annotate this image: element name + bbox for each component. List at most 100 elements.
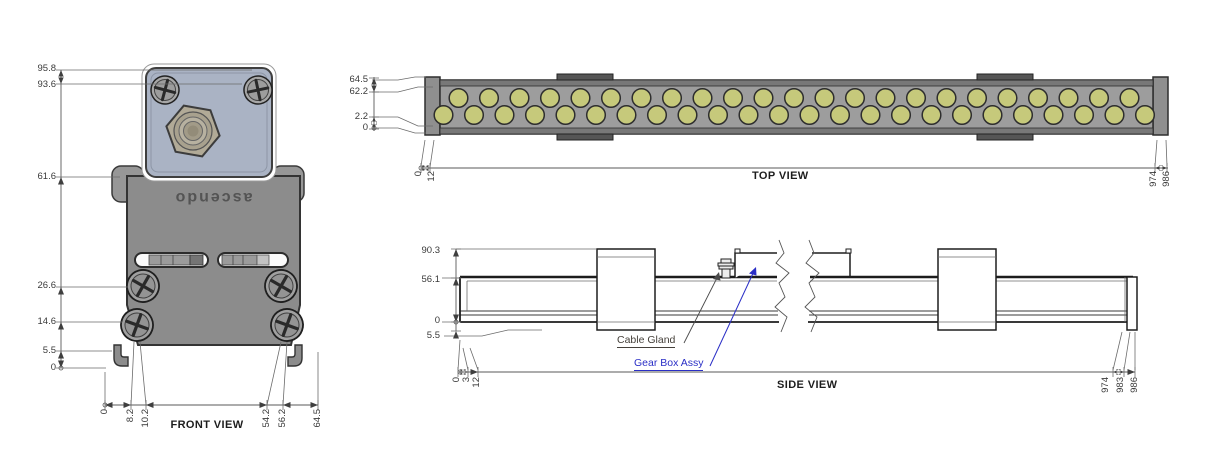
- led-icon: [585, 104, 607, 126]
- dim-label: 986: [1161, 171, 1172, 187]
- cable-gland-leader: [683, 273, 720, 344]
- led-icon: [555, 104, 576, 126]
- cable-gland-nut: [165, 104, 221, 158]
- gear-box-shape: [734, 248, 852, 278]
- led-icon: [433, 104, 454, 126]
- clamp-tab: [976, 133, 1034, 141]
- dim-label: 56.1: [421, 274, 441, 285]
- led-icon: [997, 87, 1018, 109]
- led-icon: [936, 87, 957, 109]
- led-icon: [814, 87, 835, 109]
- dim-label: 0: [50, 362, 56, 373]
- dim-label: 93.6: [37, 79, 57, 90]
- dim-label: 64.5: [349, 74, 369, 85]
- side-view-title: SIDE VIEW: [777, 379, 838, 391]
- dim-label: 90.3: [421, 245, 441, 256]
- dim-label: 0: [434, 315, 440, 326]
- clamp-tab: [556, 133, 614, 141]
- led-icon: [570, 87, 591, 109]
- top-view-drawing: [424, 73, 1169, 141]
- led-icon: [890, 104, 912, 126]
- dim-label: 974: [1100, 377, 1111, 393]
- led-icon: [829, 104, 851, 126]
- led-icon: [783, 87, 805, 109]
- mounting-clamp: [596, 248, 656, 331]
- cable-gland-shape: [717, 258, 735, 279]
- dim-label: 986: [1129, 377, 1140, 393]
- screw-icon: [264, 269, 298, 303]
- led-icon: [448, 87, 469, 109]
- screw-icon: [150, 75, 180, 105]
- screw-icon: [126, 269, 160, 303]
- front-view-title: FRONT VIEW: [170, 419, 244, 431]
- led-icon: [677, 104, 698, 126]
- brand-logo: ascendo: [173, 189, 253, 206]
- front-view-drawing: [111, 63, 305, 367]
- led-icon: [616, 104, 637, 126]
- led-icon: [1027, 87, 1049, 109]
- led-icon: [631, 87, 652, 109]
- led-icon: [692, 87, 713, 109]
- clamp-tab: [976, 73, 1034, 81]
- dim-label: 8.2: [125, 409, 136, 423]
- led-icon: [738, 104, 759, 126]
- gear-box-callout: Gear Box Assy: [634, 357, 704, 371]
- led-icon: [509, 87, 530, 109]
- led-icon: [921, 104, 942, 126]
- dim-label: 62.2: [349, 86, 369, 97]
- side-view-drawing: [459, 239, 1138, 333]
- led-icon: [1058, 87, 1079, 109]
- led-icon: [1088, 87, 1110, 109]
- led-icon: [600, 87, 622, 109]
- front-left-hook: [113, 344, 129, 367]
- break-line: [804, 239, 820, 333]
- dim-label: 5.5: [42, 345, 56, 356]
- dim-label: 12: [426, 171, 437, 182]
- dim-label: 2.2: [354, 111, 368, 122]
- led-icon: [661, 87, 683, 109]
- led-icon: [494, 104, 515, 126]
- led-icon: [707, 104, 729, 126]
- front-right-slot: [217, 252, 289, 268]
- screw-icon: [243, 75, 273, 105]
- front-left-slot: [134, 252, 209, 268]
- led-icon: [1043, 104, 1064, 126]
- led-icon: [951, 104, 973, 126]
- dim-label: 54.2: [261, 409, 272, 428]
- led-icon: [875, 87, 896, 109]
- dim-label: 974: [1148, 171, 1159, 187]
- led-icon: [722, 87, 744, 109]
- dim-label: 983: [1115, 377, 1126, 393]
- led-icon: [1134, 104, 1156, 126]
- clamp-tab: [556, 73, 614, 81]
- led-icon: [905, 87, 927, 109]
- front-right-hook: [287, 344, 303, 367]
- led-icon: [768, 104, 790, 126]
- front-dimensions: [56, 69, 319, 410]
- top-view-right-endcap: [1152, 76, 1169, 136]
- led-icon: [844, 87, 866, 109]
- front-body: [126, 175, 301, 346]
- led-icon: [966, 87, 988, 109]
- dim-label: 95.8: [37, 63, 57, 74]
- dim-label: 0: [413, 171, 424, 177]
- dim-label: 12: [471, 377, 482, 388]
- led-icon: [1073, 104, 1095, 126]
- side-view-endcap: [1126, 276, 1138, 331]
- led-array: [433, 87, 1156, 126]
- screw-icon: [270, 308, 304, 342]
- led-icon: [463, 104, 485, 126]
- screw-icon: [120, 308, 154, 342]
- led-icon: [753, 87, 774, 109]
- led-icon: [982, 104, 1003, 126]
- dim-label: 0: [362, 122, 368, 133]
- dim-label: 56.2: [277, 409, 288, 428]
- led-icon: [646, 104, 668, 126]
- dim-label: 14.6: [37, 316, 57, 327]
- dim-label: 10.2: [140, 409, 151, 428]
- led-icon: [1012, 104, 1034, 126]
- mounting-clamp: [937, 248, 997, 331]
- top-view-title: TOP VIEW: [752, 170, 809, 182]
